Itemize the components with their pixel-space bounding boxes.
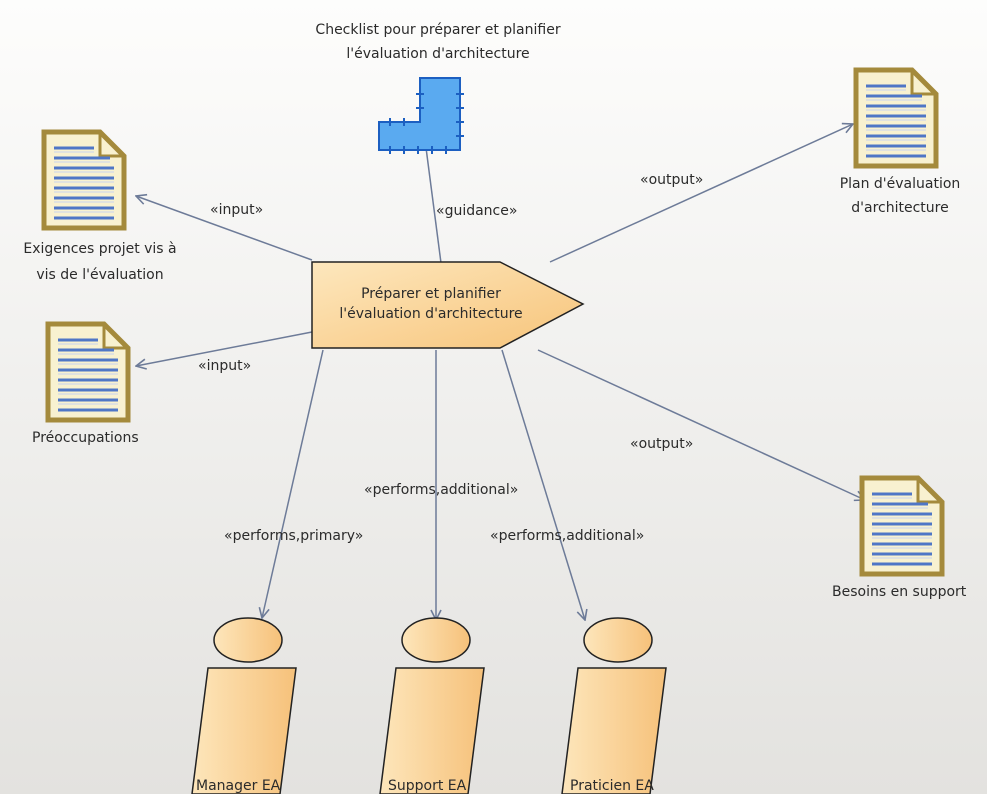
document-exigences-icon[interactable] <box>44 132 124 228</box>
plan-label: Plan d'évaluation d'architecture <box>820 172 980 220</box>
document-preoccupations-icon[interactable] <box>48 324 128 420</box>
document-besoins-icon[interactable] <box>862 478 942 574</box>
connector-output2-label: «output» <box>630 436 694 452</box>
activity-label: Préparer et planifier l'évaluation d'arc… <box>306 284 556 324</box>
plan-label-line1: Plan d'évaluation <box>839 176 961 192</box>
exigences-label: Exigences projet vis à vis de l'évaluati… <box>0 236 200 288</box>
guidance-label-line2: l'évaluation d'architecture <box>346 46 530 62</box>
activity-shape[interactable] <box>311 261 585 349</box>
connector-performs-primary[interactable] <box>262 349 324 618</box>
activity-label-line2: l'évaluation d'architecture <box>339 306 523 322</box>
connector-performs-primary-label: «performs,primary» <box>224 528 364 544</box>
manager-label: Manager EA <box>196 778 281 794</box>
besoins-label: Besoins en support <box>832 584 967 600</box>
preoccupations-label: Préoccupations <box>32 430 139 446</box>
guidance-label: Checklist pour préparer et planifier l'é… <box>268 18 608 66</box>
connector-input2-label: «input» <box>198 358 252 374</box>
guidance-label-line1: Checklist pour préparer et planifier <box>315 22 561 38</box>
connector-output-plan[interactable] <box>549 124 853 263</box>
exigences-label-line2: vis de l'évaluation <box>36 267 164 283</box>
role-praticien-icon[interactable] <box>561 617 667 794</box>
connector-input1-label: «input» <box>210 202 264 218</box>
connector-performs-additional2-label: «performs,additional» <box>490 528 645 544</box>
connector-input-preoccupations[interactable] <box>136 331 313 366</box>
connector-performs-additional-praticien[interactable] <box>501 349 585 620</box>
role-support-icon[interactable] <box>379 617 485 794</box>
activity-label-line1: Préparer et planifier <box>361 286 501 302</box>
support-label: Support EA <box>388 778 467 794</box>
role-manager-icon[interactable] <box>191 617 297 794</box>
exigences-label-line1: Exigences projet vis à <box>23 241 177 257</box>
connector-performs-additional1-label: «performs,additional» <box>364 482 519 498</box>
praticien-label: Praticien EA <box>570 778 654 794</box>
connector-output-besoins[interactable] <box>537 349 865 500</box>
connector-guidance-label: «guidance» <box>436 203 518 219</box>
connector-input-exigences[interactable] <box>136 196 313 261</box>
guidance-checklist-icon[interactable] <box>378 77 464 154</box>
connector-guidance[interactable] <box>425 140 442 264</box>
document-plan-icon[interactable] <box>856 70 936 166</box>
connector-output1-label: «output» <box>640 172 704 188</box>
plan-label-line2: d'architecture <box>851 200 949 216</box>
